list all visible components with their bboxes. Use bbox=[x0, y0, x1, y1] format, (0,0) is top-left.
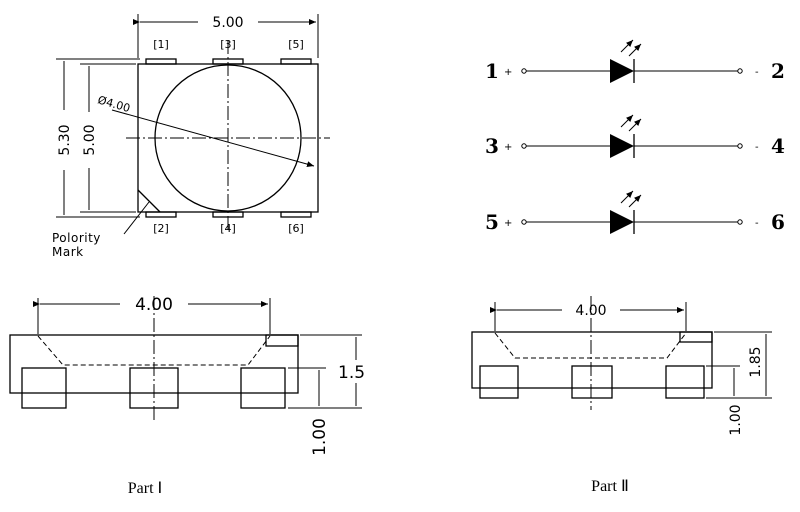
terminal-4-sign: - bbox=[755, 142, 759, 153]
side-2-pad-middle bbox=[571, 365, 613, 399]
polarity-chamfer bbox=[137, 189, 161, 213]
led-1-emission-arrow-2 bbox=[628, 43, 642, 57]
terminal-4-node bbox=[737, 143, 743, 149]
side-1-lens-hidden bbox=[37, 335, 271, 366]
pin-label-6: [6] bbox=[288, 222, 304, 235]
terminal-2-sign: - bbox=[755, 67, 759, 78]
side-2-polarity-notch bbox=[679, 331, 713, 343]
side-2-pad-left bbox=[479, 365, 519, 399]
led-3-emission-arrow-2 bbox=[628, 194, 642, 208]
side-1-polarity-notch bbox=[265, 334, 299, 347]
schematic: 1 + - 2 3 + - 4 bbox=[485, 39, 785, 234]
led-2-emission-arrow-2 bbox=[628, 118, 642, 132]
pad-1 bbox=[145, 58, 177, 65]
pin-label-3: [3] bbox=[220, 38, 236, 51]
terminal-4-number: 4 bbox=[771, 134, 785, 158]
pin-label-2: [2] bbox=[153, 222, 169, 235]
terminal-6-sign: - bbox=[755, 218, 759, 229]
side-1-pad-dimension: 1.00 bbox=[310, 418, 330, 456]
pad-2 bbox=[145, 211, 177, 218]
side-2-height-dimension: 1.85 bbox=[748, 346, 764, 377]
terminal-3-sign: + bbox=[504, 142, 512, 153]
polarity-mark-label-2: Mark bbox=[52, 245, 84, 259]
side-1-height-dimension: 1.5 bbox=[338, 363, 365, 383]
pin-label-4: [4] bbox=[220, 222, 236, 235]
outer-height-dimension: 5.30 bbox=[57, 124, 73, 155]
led-3-symbol bbox=[610, 210, 634, 234]
width-dimension: 5.00 bbox=[212, 15, 243, 31]
terminal-5-number: 5 bbox=[485, 210, 499, 234]
side-view-part-2: 4.00 1.85 1.00 Part Ⅱ bbox=[471, 296, 772, 495]
led-1-emission-arrow-1 bbox=[620, 39, 634, 53]
led-2-emission-arrow-1 bbox=[620, 114, 634, 128]
terminal-1-node bbox=[521, 68, 527, 74]
schematic-row-3: 5 + - 6 bbox=[485, 190, 785, 234]
diameter-leader bbox=[111, 109, 315, 168]
pin-label-5: [5] bbox=[288, 38, 304, 51]
polarity-leader bbox=[123, 201, 150, 235]
terminal-6-node bbox=[737, 219, 743, 225]
led-3-emission-arrow-1 bbox=[620, 190, 634, 204]
schematic-row-1: 1 + - 2 bbox=[485, 39, 785, 83]
side-1-pad-right bbox=[240, 367, 286, 409]
polarity-mark-label-1: Polority bbox=[52, 231, 101, 245]
terminal-2-node bbox=[737, 68, 743, 74]
terminal-2-number: 2 bbox=[771, 59, 785, 83]
pin-label-1: [1] bbox=[153, 38, 169, 51]
side-1-width-dimension: 4.00 bbox=[135, 295, 173, 315]
side-1-pad-left bbox=[21, 367, 67, 409]
side-2-body bbox=[471, 331, 713, 389]
pad-5 bbox=[280, 58, 312, 65]
pad-6 bbox=[280, 211, 312, 218]
inner-height-dimension: 5.00 bbox=[82, 124, 98, 155]
schematic-row-2: 3 + - 4 bbox=[485, 114, 785, 158]
side-view-part-1: 4.00 1.5 1.00 Part Ⅰ bbox=[9, 295, 365, 497]
side-2-width-dimension: 4.00 bbox=[575, 303, 606, 319]
terminal-1-sign: + bbox=[504, 67, 512, 78]
side-2-pad-dimension: 1.00 bbox=[728, 404, 744, 435]
terminal-5-sign: + bbox=[504, 218, 512, 229]
terminal-1-number: 1 bbox=[485, 59, 499, 83]
led-2-symbol bbox=[610, 134, 634, 158]
top-view: Ø4.00 5.00 5.30 5.00 [1] [3] [5] [2] [4]… bbox=[52, 14, 330, 259]
terminal-3-node bbox=[521, 143, 527, 149]
terminal-3-number: 3 bbox=[485, 134, 499, 158]
terminal-6-number: 6 bbox=[771, 210, 785, 234]
led-1-symbol bbox=[610, 59, 634, 83]
terminal-5-node bbox=[521, 219, 527, 225]
side-2-pad-right bbox=[665, 365, 705, 399]
caption-part-1: Part Ⅰ bbox=[128, 480, 163, 497]
caption-part-2: Part Ⅱ bbox=[591, 478, 629, 495]
diameter-label: Ø4.00 bbox=[96, 93, 131, 115]
